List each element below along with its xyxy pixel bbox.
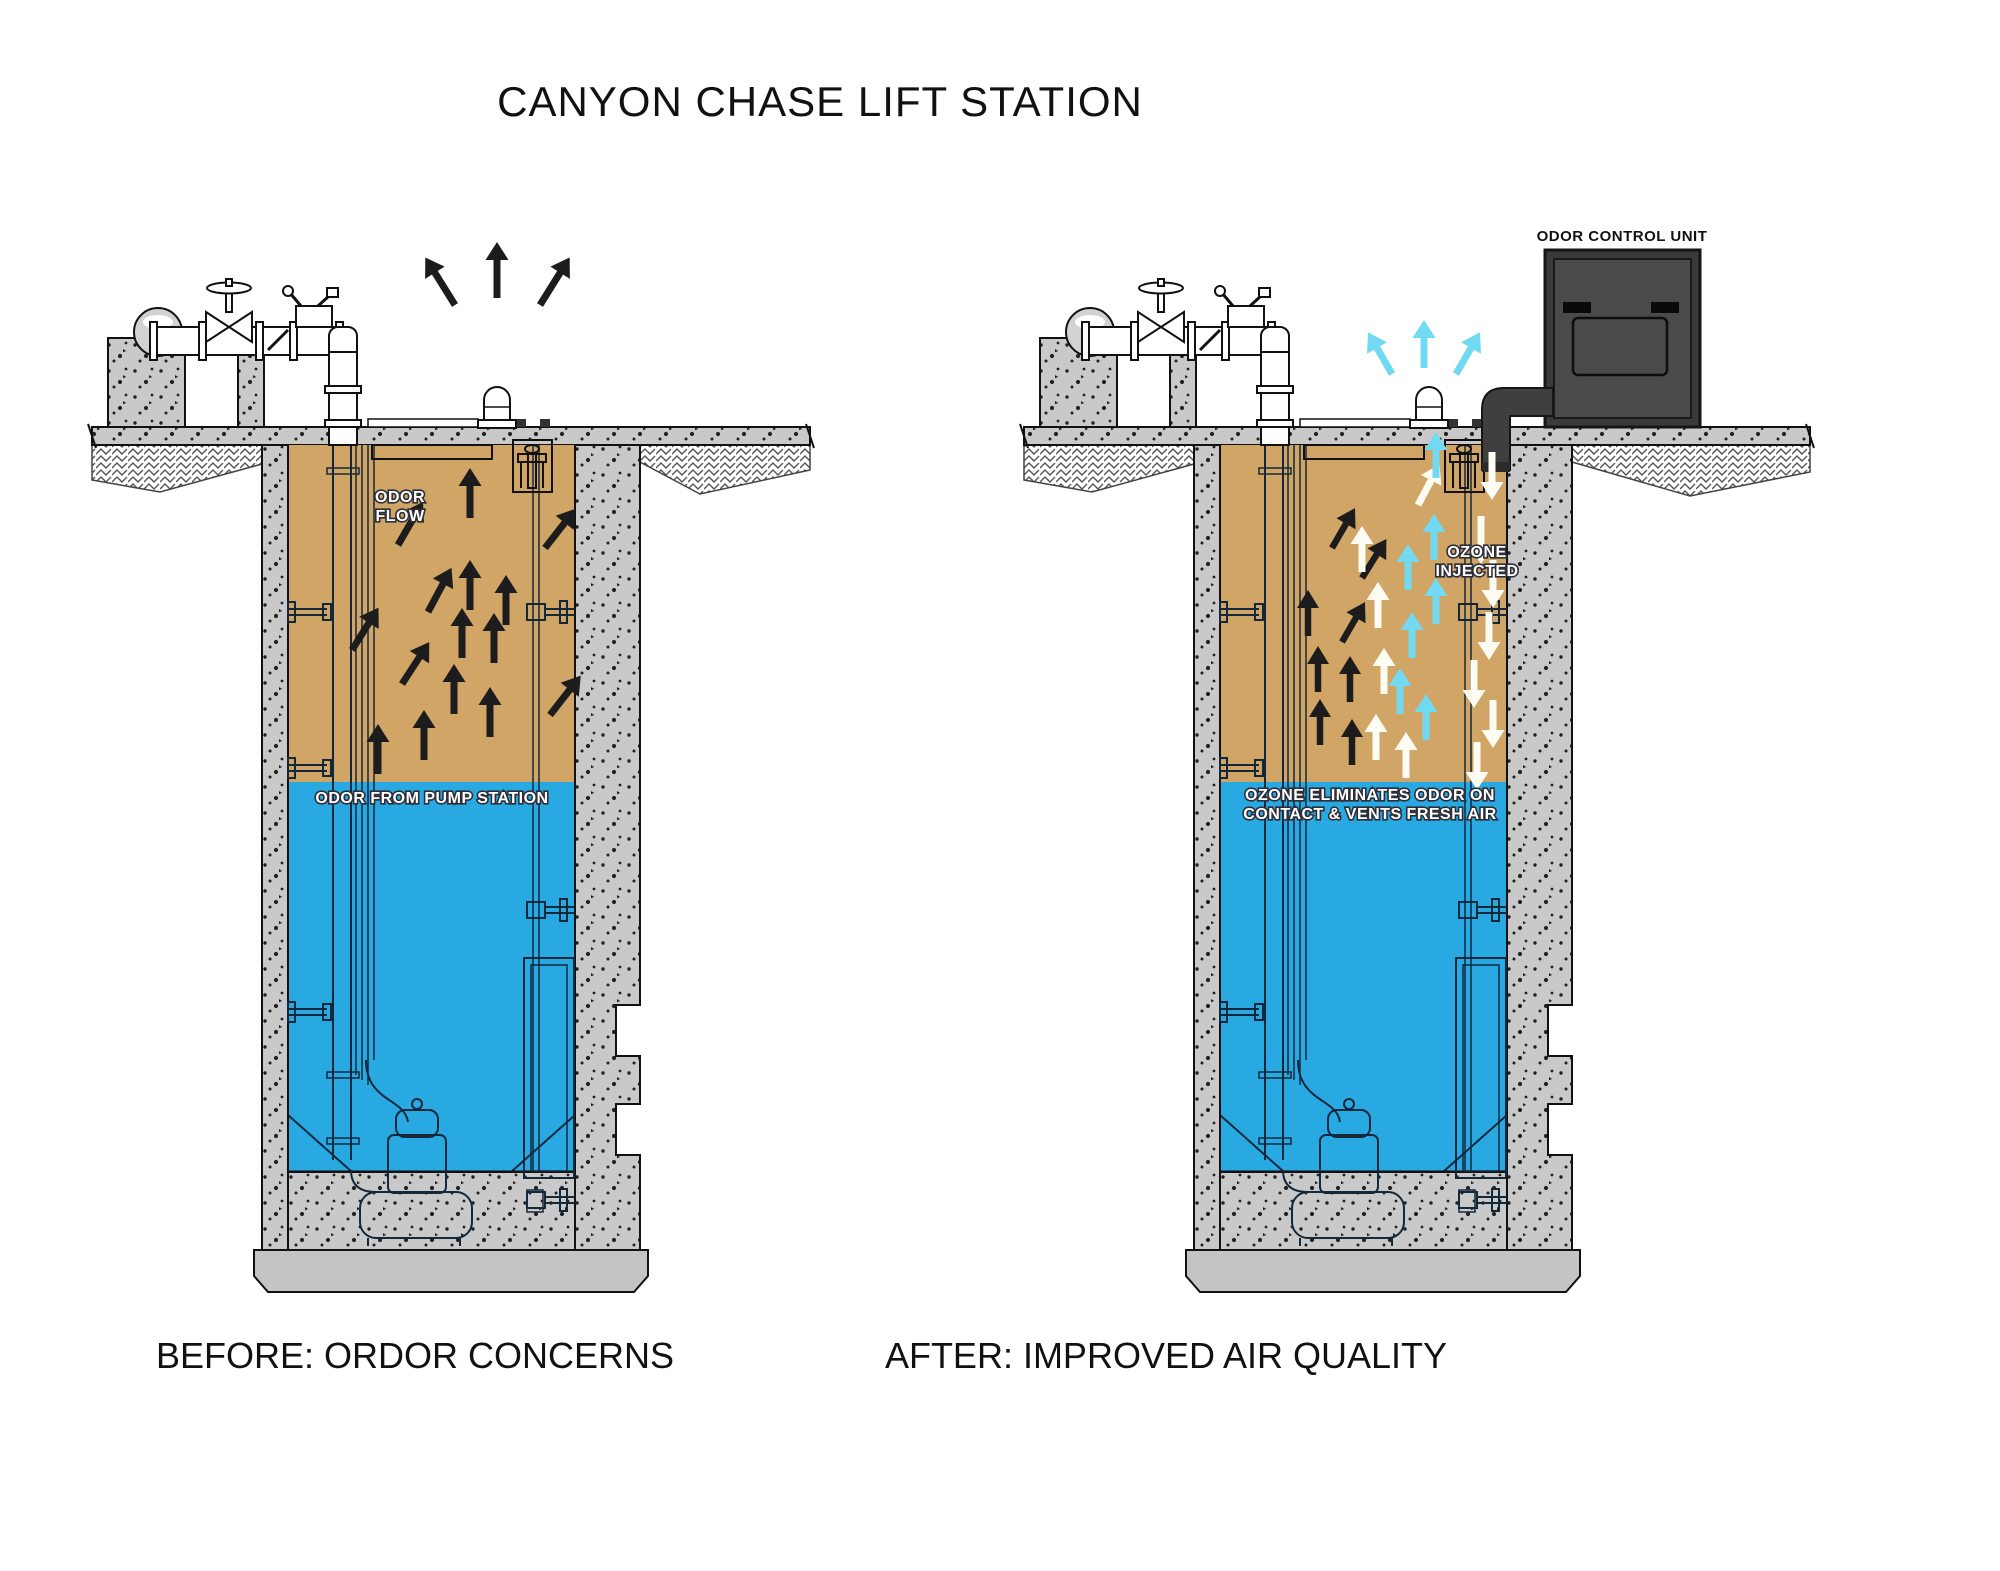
unit-vent-slot <box>1651 302 1679 313</box>
earth-hatch <box>1571 444 1811 497</box>
unit-access-door <box>1571 316 1669 377</box>
page-title: CANYON CHASE LIFT STATION <box>497 78 1143 125</box>
ozone-pipe-outlet <box>1482 462 1510 472</box>
odor-flow-label-line1: ODOR <box>375 489 425 506</box>
odor-vent-arrows <box>425 242 570 307</box>
earth-hatch <box>639 444 811 495</box>
earth-hatch <box>1023 444 1195 493</box>
water-label-before: ODOR FROM PUMP STATION <box>315 790 548 807</box>
earth-hatch <box>91 444 263 493</box>
odor-flow-arrows <box>349 468 581 774</box>
ground-slab <box>1023 426 1811 446</box>
water-label-after-line2: CONTACT & VENTS FRESH AIR <box>1243 806 1496 823</box>
ozone-injected-label-line1: OZONE <box>1447 544 1506 561</box>
unit-vent-slot <box>1563 302 1591 313</box>
before-caption: BEFORE: ORDOR CONCERNS <box>156 1335 674 1376</box>
ozone-injected-arrows <box>1462 452 1505 790</box>
odor-arrows <box>1297 508 1387 765</box>
slab-end-ticks <box>87 423 815 449</box>
after-panel: ODOR CONTROL UNIT OZONE INJECTED OZONE E… <box>885 228 1815 1376</box>
odor-control-unit <box>1543 248 1702 429</box>
ozone-rising-arrows <box>1388 432 1448 740</box>
after-caption: AFTER: IMPROVED AIR QUALITY <box>885 1335 1447 1376</box>
ground-slab <box>91 426 811 446</box>
fresh-air-vent-arrows <box>1367 320 1481 376</box>
ozone-injected-label-line2: INJECTED <box>1435 563 1518 580</box>
odor-control-unit-label: ODOR CONTROL UNIT <box>1537 228 1708 245</box>
slab-end-ticks <box>1019 423 1815 449</box>
ozone-feed-pipe <box>1481 387 1554 471</box>
before-panel: ODOR FLOW ODOR FROM PUMP STATION BEFORE:… <box>87 242 815 1376</box>
odor-flow-label-line2: FLOW <box>375 508 424 525</box>
water-label-after-line1: OZONE ELIMINATES ODOR ON <box>1245 787 1495 804</box>
